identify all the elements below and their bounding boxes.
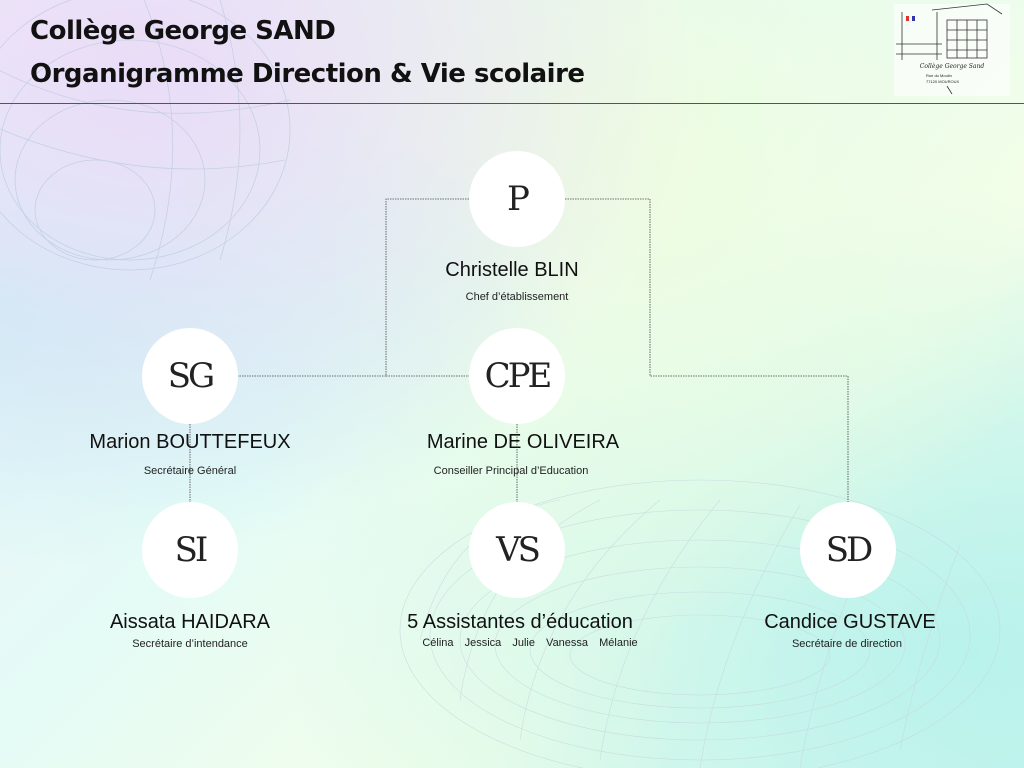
node-sg-name: Marion BOUTTEFEUX	[89, 431, 291, 453]
page-subtitle: Organigramme Direction & Vie scolaire	[30, 59, 585, 89]
node-si-circle: SI	[142, 502, 238, 598]
member-name: Julie	[512, 637, 535, 649]
node-vs-circle: VS	[469, 502, 565, 598]
member-name: Jessica	[464, 637, 502, 649]
node-sg-role: Secrétaire Général	[143, 465, 237, 477]
node-principal-role: Chef d’établissement	[465, 291, 569, 303]
node-sd-initials: SD	[825, 530, 874, 570]
school-logo: Collège George Sand Rue du Moulin 77120 …	[894, 3, 1010, 96]
node-vs-initials: VS	[496, 530, 541, 570]
connector-p-to-sd	[565, 198, 849, 502]
node-sg-initials: SG	[167, 356, 215, 396]
page-title: Collège George SAND	[30, 16, 336, 46]
node-sd-circle: SD	[800, 502, 896, 598]
node-cpe-initials: CPE	[484, 356, 553, 396]
node-si-name: Aissata HAIDARA	[109, 611, 271, 633]
member-name: Vanessa	[546, 637, 589, 649]
logo-address-line1: Rue du Moulin	[926, 73, 952, 78]
node-principal-circle: P	[469, 151, 565, 247]
node-sg-circle: SG	[142, 328, 238, 424]
connector-p-to-sg	[238, 198, 469, 377]
member-name: Célina	[422, 637, 454, 649]
node-cpe-role: Conseiller Principal d’Education	[433, 465, 589, 477]
node-si-initials: SI	[174, 530, 209, 570]
node-sd-role: Secrétaire de direction	[791, 638, 903, 650]
node-si-role: Secrétaire d’intendance	[132, 638, 248, 650]
logo-school-name: Collège George Sand	[920, 63, 985, 70]
node-vs-name: 5 Assistantes d’éducation	[407, 611, 633, 633]
node-cpe-name: Marine DE OLIVEIRA	[426, 431, 620, 453]
logo-address-line2: 77120 MOUROUX	[926, 79, 959, 84]
node-vs-members: Célina Jessica Julie Vanessa Mélanie	[418, 637, 641, 649]
node-principal-name: Christelle BLIN	[445, 259, 579, 281]
node-principal-initials: P	[507, 179, 530, 219]
header-bar: Collège George SAND Organigramme Directi…	[0, 0, 1024, 104]
member-name: Mélanie	[599, 637, 638, 649]
node-sd-name: Candice GUSTAVE	[764, 611, 936, 633]
node-cpe-circle: CPE	[469, 328, 565, 424]
